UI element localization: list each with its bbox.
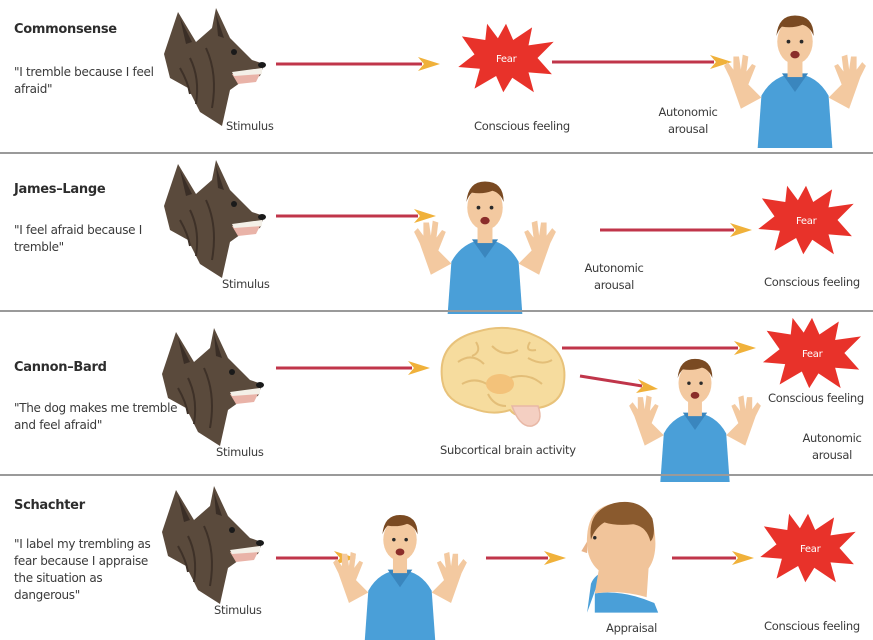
panel-schachter: Schachter "I label my trembling as fear … (0, 476, 873, 639)
trembling-man-icon (620, 352, 770, 482)
brain-icon (432, 322, 572, 432)
conscious-feeling-label: Conscious feeling (768, 390, 864, 407)
conscious-feeling-label: Conscious feeling (764, 618, 860, 635)
panel-commonsense: Commonsense "I tremble because I feel af… (0, 0, 873, 152)
conscious-feeling-label: Conscious feeling (764, 274, 860, 291)
trembling-man-icon (326, 508, 474, 640)
fear-label: Fear (802, 346, 822, 363)
head-profile-icon (566, 496, 662, 614)
autonomic-arousal-label: Autonomic arousal (652, 104, 724, 138)
conscious-feeling-label: Conscious feeling (474, 118, 570, 135)
panel-james-lange: James–Lange "I feel afraid because I tre… (0, 154, 873, 310)
trembling-man-icon (720, 8, 870, 148)
fear-label: Fear (800, 541, 820, 558)
subcortical-label: Subcortical brain activity (440, 442, 576, 459)
fear-label: Fear (796, 213, 816, 230)
autonomic-arousal-label: Autonomic arousal (796, 430, 868, 464)
autonomic-arousal-label: Autonomic arousal (578, 260, 650, 294)
appraisal-label: Appraisal (606, 620, 657, 637)
fear-label: Fear (496, 51, 516, 68)
trembling-man-icon (410, 174, 560, 314)
panel-cannon-bard: Cannon–Bard "The dog makes me tremble an… (0, 312, 873, 474)
